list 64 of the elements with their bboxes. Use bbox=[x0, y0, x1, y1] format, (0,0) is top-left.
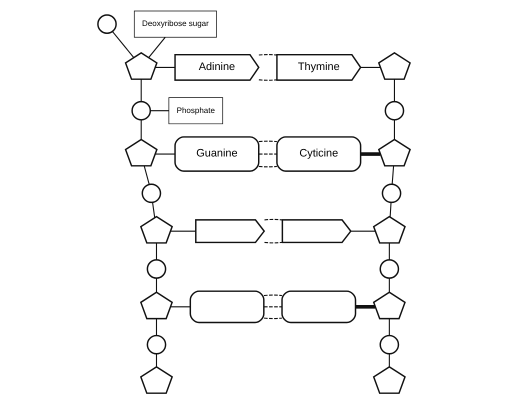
connector bbox=[156, 243, 158, 260]
node-pentagon bbox=[378, 52, 411, 80]
node-pentagon bbox=[378, 138, 411, 167]
connector bbox=[388, 243, 390, 260]
node-pentagon bbox=[124, 138, 158, 167]
connector bbox=[394, 120, 395, 140]
connector bbox=[140, 79, 142, 102]
node-circle bbox=[384, 100, 404, 121]
connector bbox=[148, 37, 166, 58]
connector bbox=[356, 305, 376, 309]
connector bbox=[156, 318, 158, 336]
connector bbox=[388, 278, 390, 292]
node-circle bbox=[382, 183, 402, 204]
connector bbox=[258, 140, 277, 142]
connector bbox=[388, 318, 390, 336]
connector bbox=[170, 306, 190, 308]
connector bbox=[350, 230, 376, 232]
node-pentagon bbox=[140, 216, 174, 244]
connector bbox=[264, 242, 282, 244]
connector bbox=[264, 218, 282, 220]
node-box bbox=[281, 290, 356, 324]
node-box: Guanine bbox=[174, 136, 260, 172]
node-circle bbox=[146, 259, 166, 279]
node-pentagon bbox=[140, 366, 174, 394]
connector bbox=[112, 31, 134, 58]
connector bbox=[388, 354, 390, 367]
connector bbox=[144, 166, 150, 185]
connector bbox=[360, 66, 380, 68]
connector bbox=[150, 110, 169, 112]
node-pentagon bbox=[140, 291, 174, 320]
connector bbox=[156, 278, 158, 292]
connector bbox=[392, 166, 394, 184]
connector bbox=[394, 79, 395, 102]
node-chevron bbox=[195, 219, 266, 244]
node-chevron bbox=[282, 219, 352, 244]
node-circle bbox=[131, 100, 152, 121]
node-pentagon bbox=[124, 52, 158, 80]
connector bbox=[140, 120, 142, 140]
connector bbox=[258, 166, 277, 168]
connector bbox=[156, 354, 158, 367]
node-box: Deoxyribose sugar bbox=[134, 10, 217, 38]
connector bbox=[258, 153, 277, 155]
node-pentagon bbox=[372, 216, 406, 244]
connector bbox=[258, 79, 277, 81]
node-box bbox=[190, 290, 265, 324]
connector bbox=[360, 152, 380, 156]
node-box: Phosphate bbox=[168, 97, 224, 124]
connector bbox=[170, 230, 196, 232]
node-circle bbox=[97, 14, 117, 34]
connector bbox=[264, 318, 282, 320]
connector bbox=[155, 153, 175, 155]
connector bbox=[264, 306, 282, 308]
connector bbox=[155, 66, 175, 68]
node-pentagon bbox=[372, 366, 406, 394]
node-pentagon bbox=[372, 291, 406, 320]
node-circle bbox=[380, 334, 400, 354]
connector bbox=[264, 294, 282, 296]
connector bbox=[152, 202, 156, 218]
node-circle bbox=[142, 183, 162, 204]
node-box: Cyticine bbox=[276, 136, 362, 172]
node-circle bbox=[380, 259, 400, 279]
connector bbox=[390, 202, 392, 217]
connector bbox=[258, 54, 277, 56]
node-circle bbox=[146, 334, 166, 354]
